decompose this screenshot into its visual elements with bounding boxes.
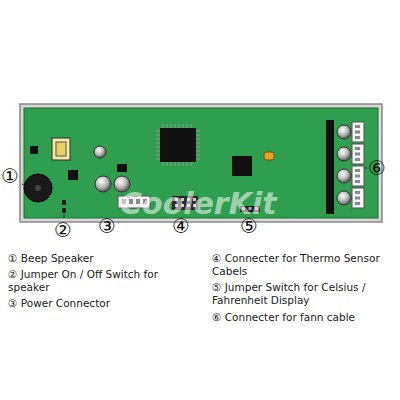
microcontroller [160, 128, 196, 162]
small-chip [68, 170, 78, 180]
fan-driver-bar [326, 120, 334, 214]
fan-connector [352, 144, 364, 164]
callout-number: ② [54, 220, 72, 240]
speaker-jumper [62, 200, 66, 205]
fan-connector [352, 188, 364, 208]
ic-chip [232, 156, 252, 176]
board-frame [20, 104, 382, 222]
key-item: ④ Connecter for Thermo Sensor Cabels [212, 252, 394, 278]
ceramic-capacitor [264, 152, 274, 160]
callout-number: ④ [172, 216, 190, 236]
key-item: ① Beep Speaker [8, 252, 198, 265]
capacitor [94, 146, 106, 158]
beep-speaker [24, 174, 52, 202]
fan-connector [352, 166, 364, 186]
diode [117, 164, 127, 172]
callout-number: ⑤ [240, 216, 258, 236]
callout-number: ⑥ [368, 158, 386, 178]
small-part [30, 146, 38, 154]
transformer [52, 138, 70, 160]
fan-connector [352, 122, 364, 142]
key-item: ③ Power Connector [8, 297, 198, 310]
callout-number: ① [1, 166, 19, 186]
key-item: ② Jumper On / Off Switch for speaker [8, 268, 198, 294]
key-item: ⑥ Connecter for fann cable [212, 311, 394, 324]
key-item: ⑤ Jumper Switch for Celsius / Fahrenheit… [212, 281, 394, 307]
callout-number: ③ [98, 216, 116, 236]
capacitor [95, 176, 111, 192]
